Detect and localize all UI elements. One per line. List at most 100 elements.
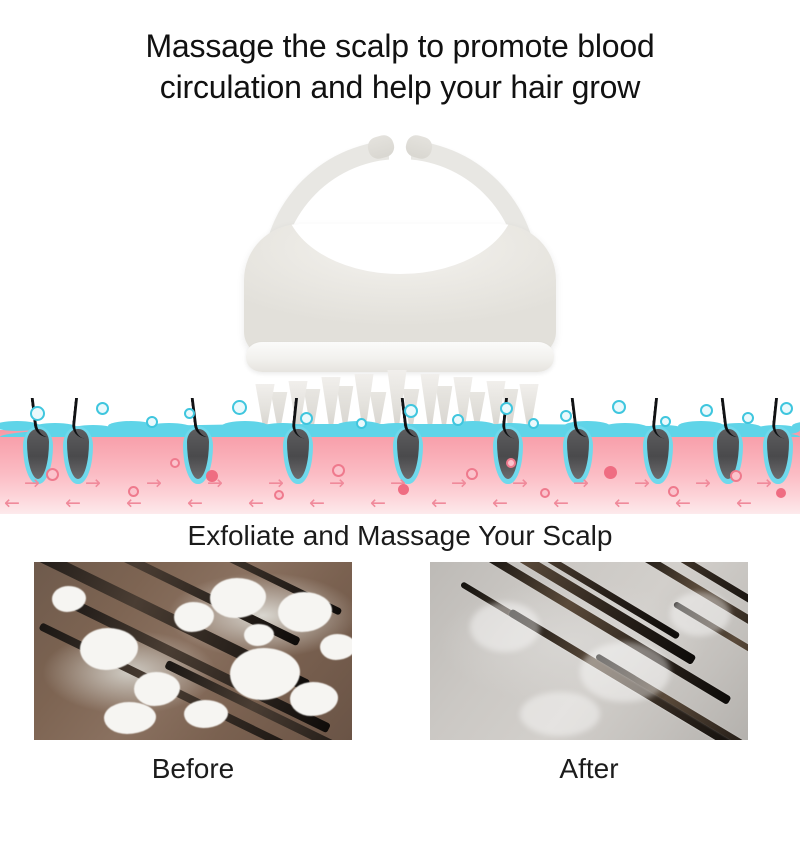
hair-follicle xyxy=(386,398,430,514)
circulation-arrow-left: ← xyxy=(492,492,508,514)
hair-follicle xyxy=(486,398,530,514)
blood-cell xyxy=(398,484,409,495)
dandruff-flake xyxy=(230,648,300,700)
blood-cell xyxy=(540,488,550,498)
scalp-sheen xyxy=(520,692,600,736)
after-label: After xyxy=(559,753,619,784)
circulation-arrow-right: → xyxy=(695,472,711,494)
water-wave xyxy=(298,425,344,435)
water-bubble xyxy=(528,418,539,429)
circulation-arrow-right: → xyxy=(634,472,650,494)
blood-cell xyxy=(776,488,786,498)
water-wave xyxy=(32,423,78,433)
blood-cell xyxy=(730,470,742,482)
water-wave xyxy=(260,423,306,433)
follicle-bulb xyxy=(67,429,89,479)
follicle-bulb xyxy=(287,429,309,479)
blood-cell xyxy=(206,470,218,482)
water-bubble xyxy=(500,402,513,415)
blood-cell xyxy=(604,466,617,479)
blood-cell xyxy=(506,458,516,468)
water-bubble xyxy=(780,402,793,415)
water-bubble xyxy=(700,404,713,417)
circulation-arrow-left: ← xyxy=(370,492,386,514)
hair-follicle xyxy=(56,398,100,514)
water-bubble xyxy=(30,406,45,421)
water-bubble xyxy=(612,400,626,414)
circulation-arrow-left: ← xyxy=(614,492,630,514)
follicle-bulb xyxy=(717,429,739,479)
circulation-arrow-left: ← xyxy=(4,492,20,514)
water-bubble xyxy=(452,414,464,426)
blood-cell xyxy=(46,468,59,481)
dandruff-flake xyxy=(244,624,274,646)
hair-follicle xyxy=(636,398,680,514)
blood-cell xyxy=(668,486,679,497)
water-bubble xyxy=(232,400,247,415)
circulation-arrow-right: → xyxy=(24,472,40,494)
hair-follicle xyxy=(556,398,600,514)
follicle-bulb xyxy=(647,429,669,479)
water-wave xyxy=(0,421,40,431)
blood-cell xyxy=(128,486,139,497)
dandruff-flake xyxy=(134,672,180,706)
water-wave xyxy=(146,423,192,433)
scalp-sheen xyxy=(470,602,540,652)
brush-handle-gap xyxy=(389,132,411,162)
circulation-arrow-left: ← xyxy=(736,492,752,514)
circulation-arrow-right: → xyxy=(573,472,589,494)
water-wave xyxy=(412,425,458,435)
water-wave xyxy=(792,421,800,431)
water-wave xyxy=(222,421,268,431)
circulation-arrow-left: ← xyxy=(553,492,569,514)
brush-body xyxy=(244,224,556,356)
water-bubble xyxy=(356,418,367,429)
water-wave xyxy=(70,425,116,435)
dandruff-flake xyxy=(104,702,156,734)
circulation-arrow-left: ← xyxy=(675,492,691,514)
blood-cell xyxy=(466,468,478,480)
water-wave xyxy=(716,423,762,433)
water-bubble xyxy=(300,412,313,425)
circulation-arrow-right: → xyxy=(329,472,345,494)
scalp-brush-illustration xyxy=(240,128,560,428)
blood-cell xyxy=(274,490,284,500)
circulation-arrow-right: → xyxy=(451,472,467,494)
water-bubble xyxy=(146,416,158,428)
follicle-bulb xyxy=(397,429,419,479)
dandruff-flake xyxy=(210,578,266,618)
follicle-bulb xyxy=(187,429,209,479)
scalp-cross-section-diagram: →→→→→→→→→→→→→←←←←←←←←←←←←← xyxy=(0,398,800,514)
dandruff-flake xyxy=(80,628,138,670)
scalp-sheen xyxy=(670,592,730,636)
water-bubble xyxy=(184,408,195,419)
follicle-bulb xyxy=(767,429,789,479)
water-bubble xyxy=(404,404,418,418)
water-bubble xyxy=(560,410,572,422)
follicle-bulb xyxy=(567,429,589,479)
circulation-arrow-right: → xyxy=(756,472,772,494)
dandruff-flake xyxy=(320,634,352,660)
water-wave xyxy=(678,421,724,431)
scalp-sheen xyxy=(580,642,670,702)
dandruff-flake xyxy=(290,682,338,716)
circulation-arrow-right: → xyxy=(512,472,528,494)
section-caption: Exfoliate and Massage Your Scalp xyxy=(187,520,613,551)
circulation-arrow-left: ← xyxy=(187,492,203,514)
headline-line-1: Massage the scalp to promote blood xyxy=(145,28,655,64)
circulation-arrow-left: ← xyxy=(309,492,325,514)
water-wave xyxy=(374,423,420,433)
circulation-arrow-right: → xyxy=(85,472,101,494)
dandruff-flake xyxy=(174,602,214,632)
water-wave xyxy=(450,421,496,431)
blood-cell xyxy=(170,458,180,468)
water-wave xyxy=(526,425,572,435)
circulation-arrow-left: ← xyxy=(248,492,264,514)
water-bubble xyxy=(96,402,109,415)
before-photo xyxy=(34,562,352,740)
water-bubble xyxy=(660,416,671,427)
dandruff-flake xyxy=(52,586,86,612)
dandruff-flake xyxy=(278,592,332,632)
circulation-arrow-left: ← xyxy=(65,492,81,514)
after-photo xyxy=(430,562,748,740)
